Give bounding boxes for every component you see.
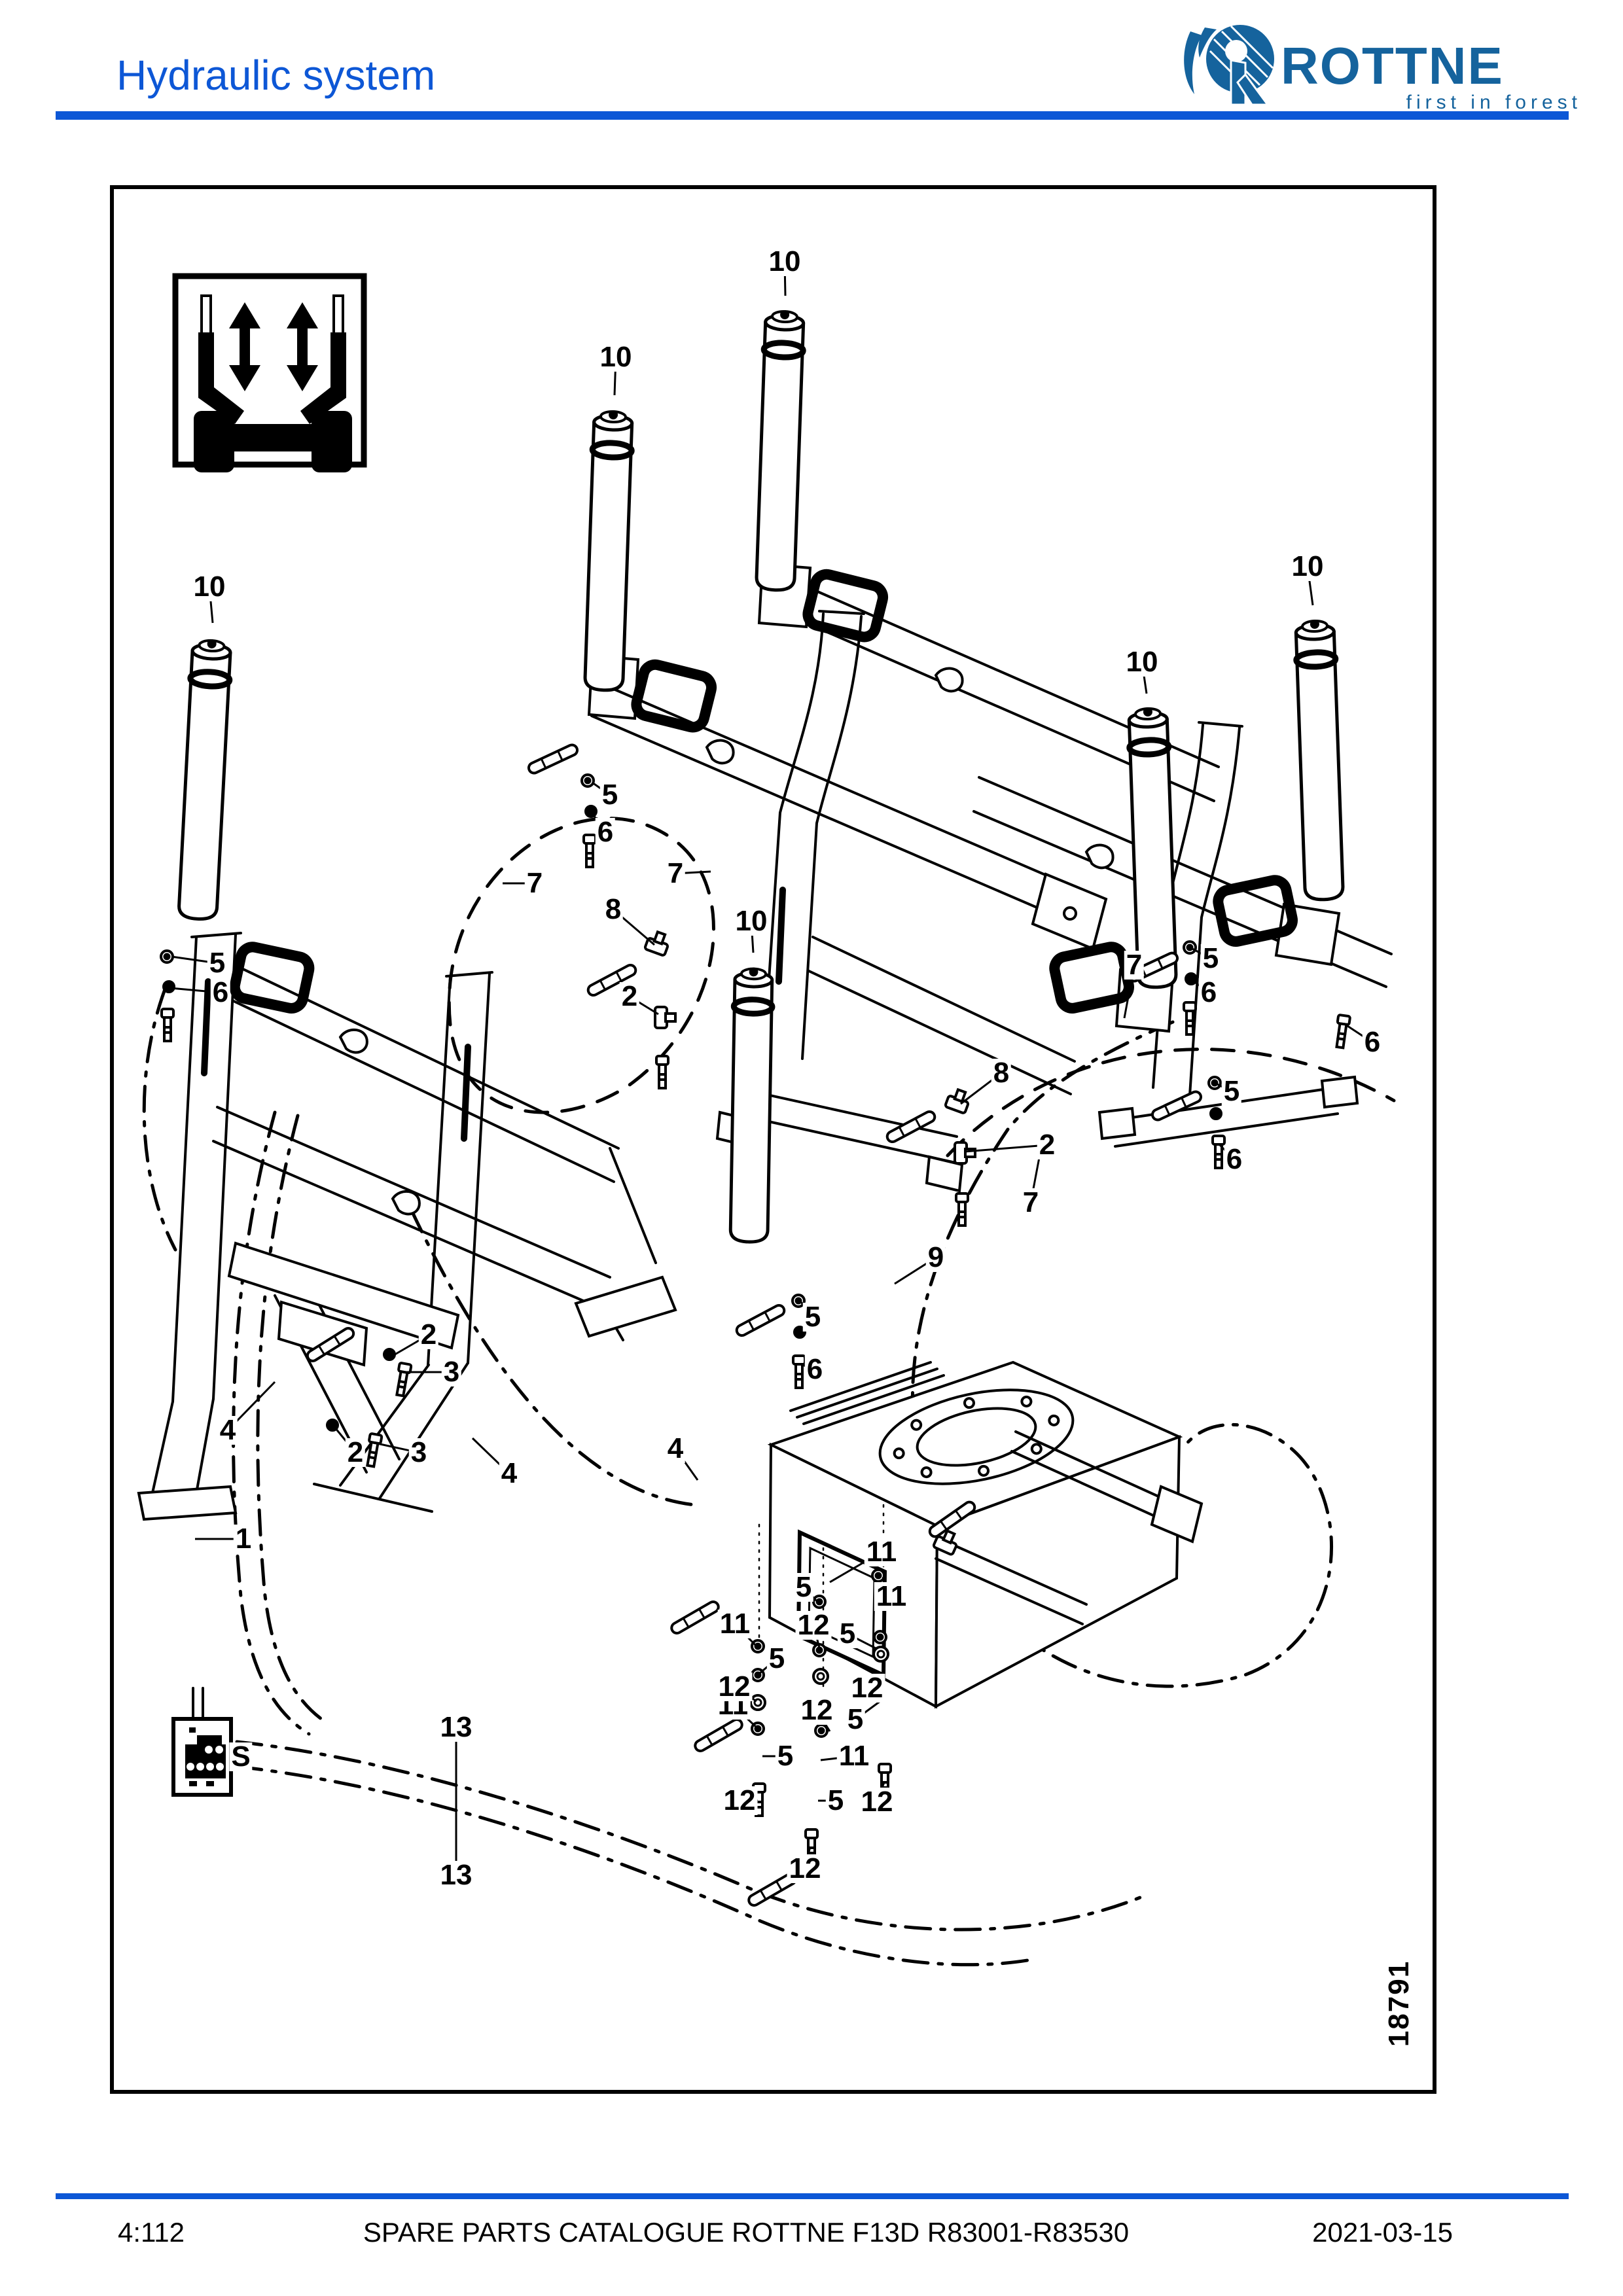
callout-label-5: 5 — [845, 1705, 866, 1734]
rottne-logo-graphic: ROTTNE first in forest — [1184, 25, 1582, 113]
callout-label-11: 11 — [836, 1742, 872, 1771]
s-connector-symbol — [171, 1687, 233, 1797]
callout-label-12: 12 — [849, 1674, 885, 1703]
callout-label-5: 5 — [599, 781, 620, 809]
callout-label-3: 3 — [408, 1438, 429, 1467]
callout-label-12: 12 — [798, 1696, 835, 1725]
callout-label-S: S — [229, 1742, 253, 1771]
callout-label-6: 6 — [595, 818, 616, 847]
callout-label-3: 3 — [441, 1358, 462, 1386]
callout-label-5: 5 — [1221, 1077, 1242, 1106]
rottne-logo: ROTTNE first in forest — [1168, 20, 1587, 115]
callout-label-6: 6 — [1198, 978, 1219, 1007]
callout-label-2: 2 — [345, 1438, 366, 1467]
callout-label-2: 2 — [619, 982, 640, 1011]
callout-label-6: 6 — [210, 978, 231, 1007]
footer-rule — [56, 2193, 1569, 2199]
callout-label-10: 10 — [1124, 648, 1160, 677]
callout-label-7: 7 — [1020, 1188, 1041, 1217]
callout-label-8: 8 — [603, 895, 624, 924]
left-frame-assembly — [137, 932, 677, 1521]
stabilizer-pictogram — [172, 273, 367, 472]
callout-label-6: 6 — [804, 1355, 825, 1384]
callout-label-2: 2 — [1037, 1131, 1058, 1159]
callout-label-8: 8 — [991, 1059, 1012, 1087]
callout-label-10: 10 — [597, 343, 634, 372]
page-title: Hydraulic system — [116, 52, 436, 99]
callout-label-10: 10 — [733, 907, 770, 936]
callout-label-12: 12 — [716, 1672, 753, 1701]
figure-number: 18791 — [1383, 1960, 1415, 2047]
callout-label-7: 7 — [665, 859, 686, 888]
callout-label-5: 5 — [1200, 944, 1221, 973]
rottne-logo-tagline: first in forest — [1406, 92, 1582, 113]
callout-label-11: 11 — [717, 1610, 753, 1638]
callout-label-5: 5 — [207, 949, 228, 978]
callout-label-2: 2 — [418, 1320, 439, 1349]
callout-label-5: 5 — [825, 1786, 846, 1815]
rottne-logo-text: ROTTNE — [1281, 37, 1504, 95]
header-rule — [56, 111, 1569, 120]
callout-label-12: 12 — [721, 1786, 758, 1815]
right-frame-assembly — [972, 721, 1393, 1148]
callout-label-7: 7 — [1124, 951, 1145, 980]
callout-label-12: 12 — [795, 1611, 832, 1640]
callout-label-4: 4 — [499, 1459, 520, 1488]
callout-label-11: 11 — [864, 1538, 899, 1566]
leader-line — [964, 1144, 1048, 1153]
center-frame-box — [758, 1360, 1204, 1709]
callout-label-9: 9 — [925, 1243, 946, 1272]
callout-label-6: 6 — [1362, 1028, 1383, 1057]
rottne-logo-mark — [1184, 25, 1274, 106]
callout-label-10: 10 — [191, 573, 228, 601]
footer-date: 2021-03-15 — [1312, 2217, 1453, 2248]
callout-label-5: 5 — [775, 1742, 796, 1771]
footer-page-number: 4:112 — [118, 2217, 185, 2248]
callout-label-1: 1 — [233, 1525, 254, 1553]
callout-label-10: 10 — [1289, 552, 1326, 581]
callout-label-6: 6 — [1224, 1145, 1245, 1174]
callout-label-13: 13 — [438, 1713, 474, 1742]
callout-label-4: 4 — [217, 1416, 238, 1445]
callout-label-5: 5 — [802, 1303, 823, 1332]
callout-label-12: 12 — [859, 1788, 895, 1816]
footer-catalogue-title: SPARE PARTS CATALOGUE ROTTNE F13D R83001… — [363, 2217, 1130, 2248]
callout-label-13: 13 — [438, 1861, 474, 1890]
callout-label-10: 10 — [766, 247, 803, 276]
callout-label-12: 12 — [787, 1854, 823, 1883]
callout-label-11: 11 — [874, 1582, 909, 1611]
callout-label-5: 5 — [793, 1573, 814, 1602]
callout-label-7: 7 — [524, 869, 545, 898]
callout-label-4: 4 — [665, 1434, 686, 1463]
callout-label-5: 5 — [837, 1619, 858, 1648]
diagram-border — [110, 185, 1436, 2094]
callout-label-5: 5 — [766, 1644, 787, 1673]
